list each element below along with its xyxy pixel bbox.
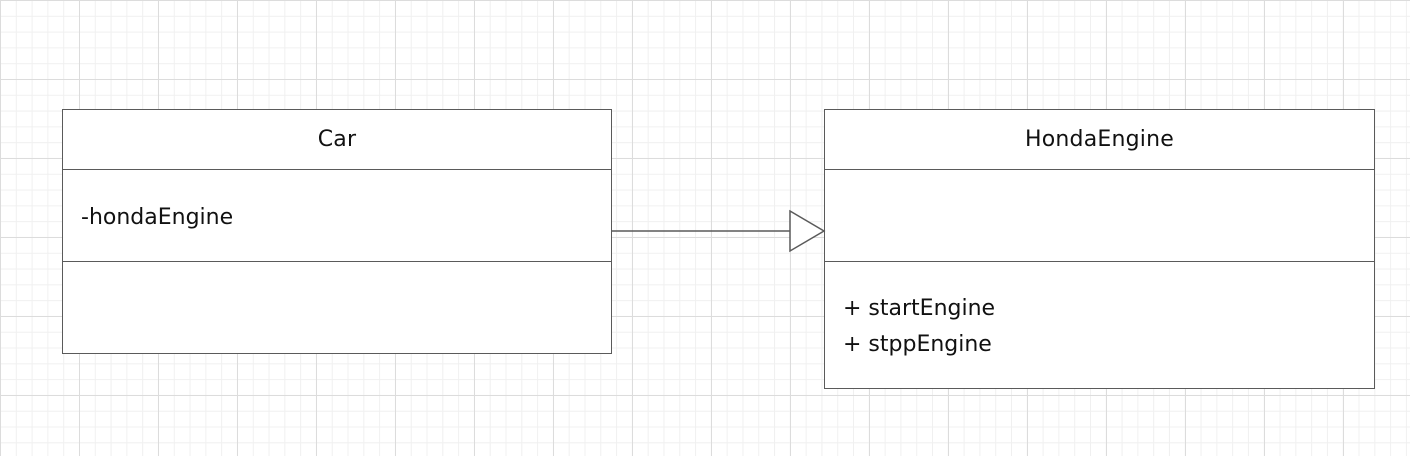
attribute-honda-engine: -hondaEngine — [81, 205, 234, 230]
class-honda-engine[interactable]: HondaEngine + startEngine + stppEngine — [824, 109, 1375, 389]
class-car-operations — [63, 262, 611, 353]
hollow-triangle-arrowhead-icon — [789, 209, 826, 253]
class-honda-engine-operations: + startEngine + stppEngine — [825, 262, 1374, 388]
class-car[interactable]: Car -hondaEngine — [62, 109, 612, 354]
class-honda-engine-name: HondaEngine — [825, 110, 1374, 170]
class-car-attributes: -hondaEngine — [63, 170, 611, 262]
class-car-name: Car — [63, 110, 611, 170]
operation-stpp-engine: + stppEngine — [843, 332, 992, 357]
operation-start-engine: + startEngine — [843, 296, 996, 321]
class-honda-engine-attributes — [825, 170, 1374, 262]
